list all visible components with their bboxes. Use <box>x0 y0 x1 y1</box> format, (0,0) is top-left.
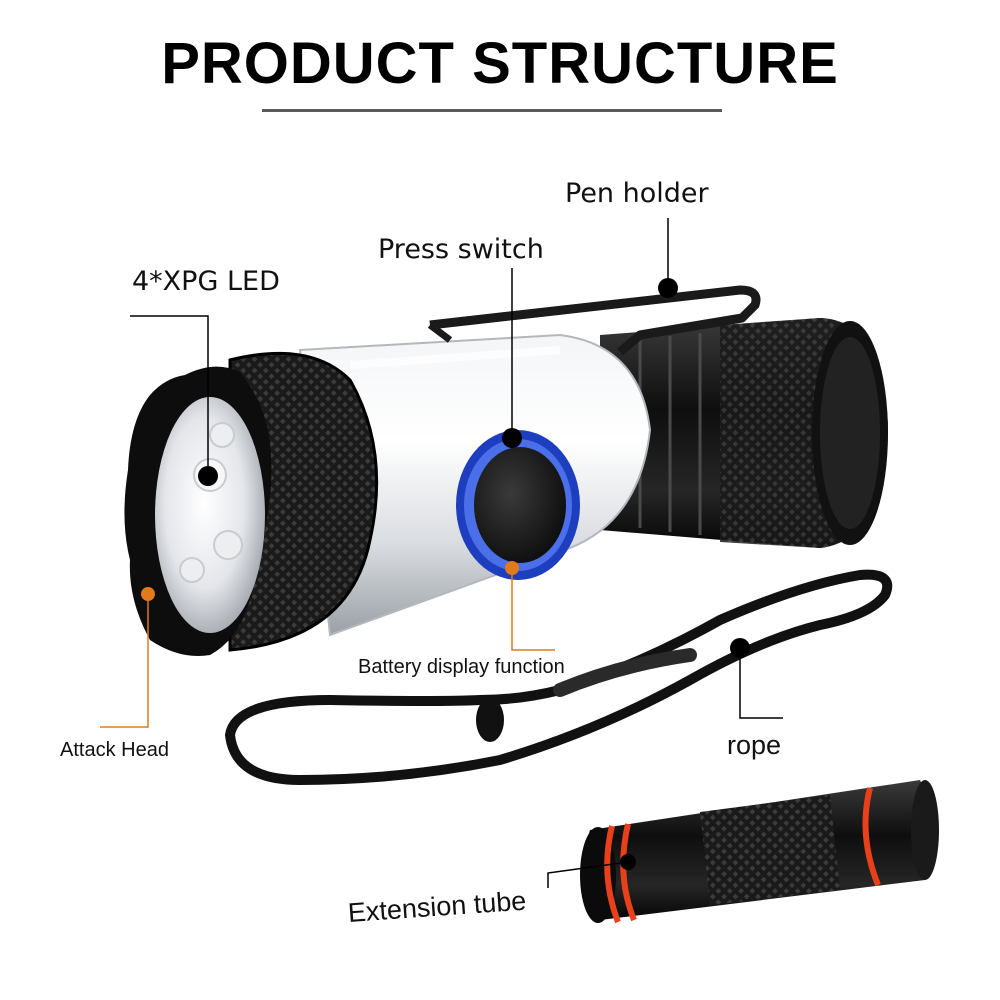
callout-press-switch <box>502 268 522 448</box>
label-press-switch: Press switch <box>378 234 544 265</box>
pen-holder-clip <box>427 285 761 356</box>
press-switch-button <box>456 430 580 580</box>
callout-attack-head <box>100 587 155 728</box>
callout-pen-holder <box>658 218 678 298</box>
lanyard-rope <box>224 569 893 786</box>
head-section <box>124 351 379 656</box>
label-rope: rope <box>727 730 782 760</box>
label-attack-head: Attack Head <box>60 739 169 761</box>
tail-section <box>600 318 888 548</box>
flashlight <box>124 285 888 656</box>
label-pen-holder: Pen holder <box>565 178 709 209</box>
callout-battery-display <box>505 561 555 651</box>
title-underline <box>262 109 722 112</box>
label-led: 4*XPG LED <box>132 266 280 297</box>
callout-led <box>130 315 218 486</box>
callout-extension-tube <box>547 854 636 888</box>
page-title: PRODUCT STRUCTURE <box>161 31 839 96</box>
extension-tube <box>580 780 939 924</box>
label-battery-display: Battery display function <box>358 656 565 678</box>
callout-rope <box>730 638 783 719</box>
